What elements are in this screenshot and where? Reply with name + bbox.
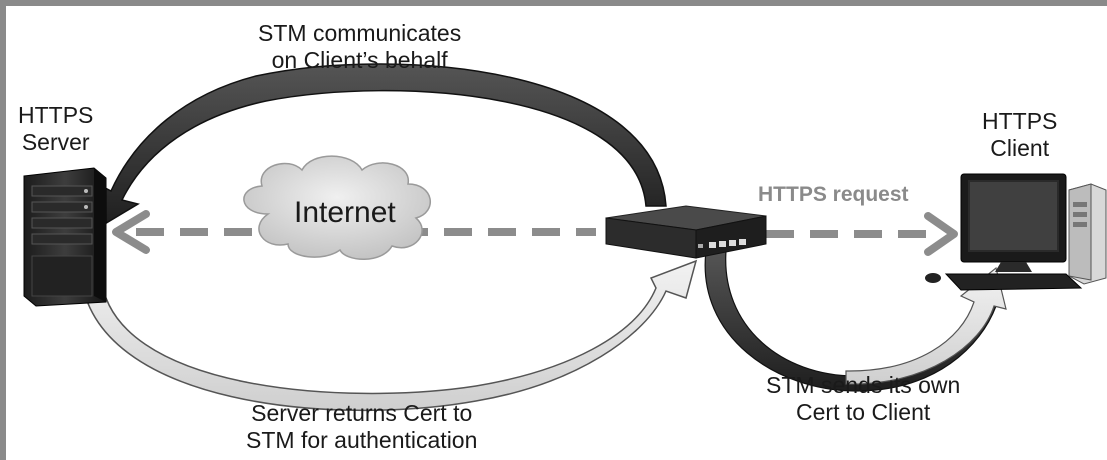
internet-label: Internet xyxy=(294,196,396,229)
server-label: HTTPS Server xyxy=(18,102,93,156)
stm-to-client-arrow xyxy=(845,266,1007,385)
server-to-stm-arrow xyxy=(80,259,698,412)
server-label-line2: Server xyxy=(21,129,90,155)
stm-appliance-icon xyxy=(605,205,767,259)
caption-top: STM communicates on Client’s behalf xyxy=(258,20,461,74)
caption-bottom-left-line1: Server returns Cert to xyxy=(251,400,473,426)
caption-top-line1: STM communicates xyxy=(258,20,462,46)
internet-cloud-icon xyxy=(243,155,432,260)
caption-bottom-left: Server returns Cert to STM for authentic… xyxy=(246,400,477,454)
caption-bottom-right: STM sends its own Cert to Client xyxy=(766,372,960,426)
server-label-line1: HTTPS xyxy=(18,102,94,128)
server-tower-icon xyxy=(23,167,107,307)
client-label-line1: HTTPS xyxy=(982,108,1058,134)
caption-bottom-left-line2: STM for authentication xyxy=(246,427,478,453)
https-request-label: HTTPS request xyxy=(758,183,909,206)
client-label-line2: Client xyxy=(990,135,1050,161)
stm-cert-arc-dark xyxy=(704,250,997,392)
diagram-canvas xyxy=(23,63,1107,412)
caption-top-line2: on Client’s behalf xyxy=(271,47,448,73)
client-label: HTTPS Client xyxy=(982,108,1057,162)
client-computer-icon xyxy=(925,173,1107,291)
caption-bottom-right-line2: Cert to Client xyxy=(796,399,931,425)
https-request-dashed-arrow xyxy=(766,212,958,256)
caption-bottom-right-line1: STM sends its own xyxy=(766,372,961,398)
